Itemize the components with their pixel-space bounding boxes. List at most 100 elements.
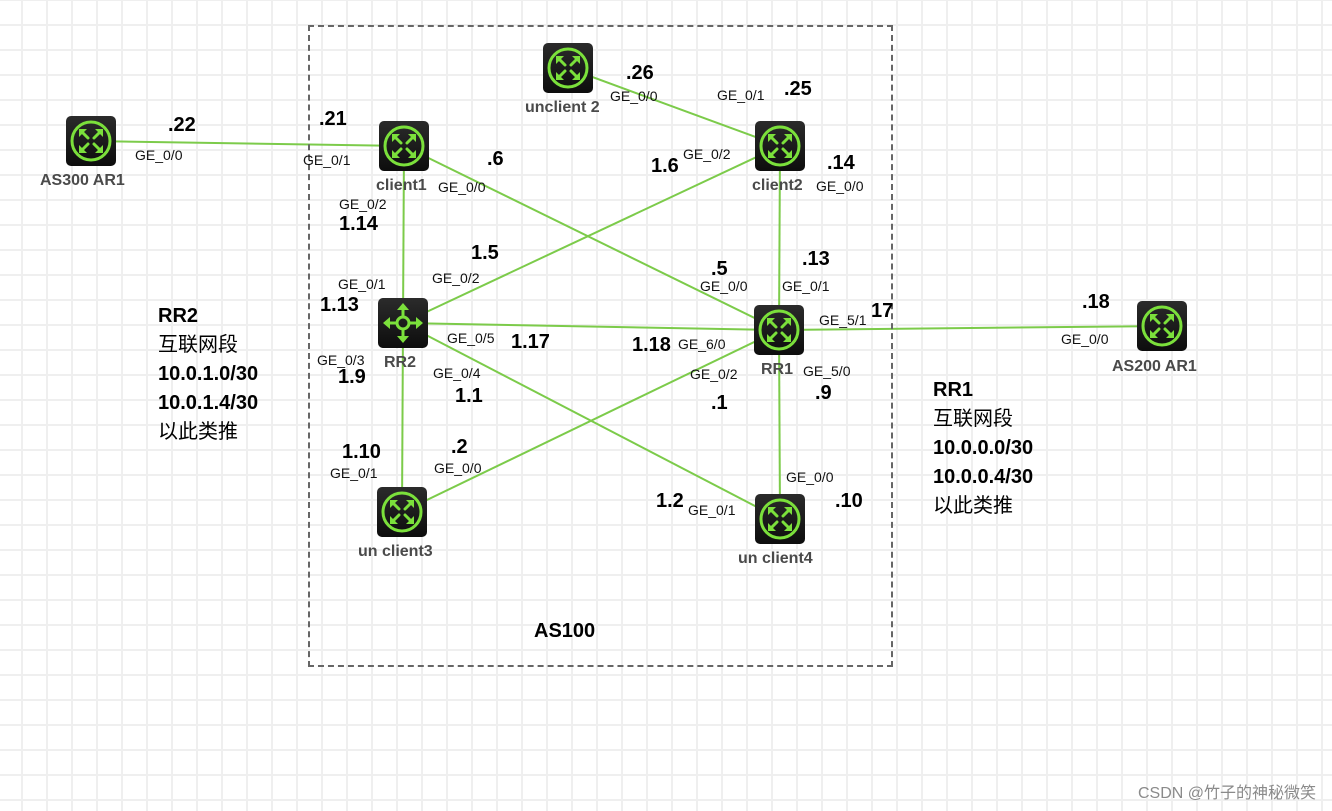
ip-label: .2 bbox=[451, 436, 468, 458]
note-subnet: 10.0.0.4/30 bbox=[933, 466, 1034, 488]
router-icon bbox=[1137, 301, 1187, 351]
node-label: un client3 bbox=[358, 543, 433, 560]
watermark: CSDN @竹子的神秘微笑 bbox=[1137, 785, 1316, 802]
interface-label: GE_6/0 bbox=[678, 336, 726, 352]
interface-label: GE_0/1 bbox=[782, 278, 830, 294]
ip-label: 1.10 bbox=[342, 441, 381, 463]
ip-label: .25 bbox=[784, 78, 812, 100]
node-label: unclient 2 bbox=[525, 99, 600, 116]
interface-label: GE_0/1 bbox=[338, 276, 386, 292]
node-rr1[interactable]: RR1 bbox=[754, 305, 804, 378]
link-as300_ar1-client1 bbox=[90, 140, 405, 147]
link-rr1-unclient4 bbox=[778, 329, 781, 520]
interface-label: GE_0/2 bbox=[432, 270, 480, 286]
interface-label: GE_0/0 bbox=[700, 278, 748, 294]
note-footer: 以此类推 bbox=[933, 495, 1013, 517]
node-unclient4[interactable]: un client4 bbox=[738, 494, 813, 567]
node-as300-ar1[interactable]: AS300 AR1 bbox=[40, 116, 125, 189]
interface-label: GE_0/2 bbox=[690, 366, 738, 382]
node-client2[interactable]: client2 bbox=[752, 121, 805, 194]
interface-label: GE_0/1 bbox=[303, 152, 351, 168]
note-title: RR2 bbox=[158, 305, 199, 327]
node-label: RR2 bbox=[384, 354, 417, 371]
interface-label: GE_0/2 bbox=[339, 196, 387, 212]
node-label: AS200 AR1 bbox=[1112, 358, 1197, 375]
as100-label: AS100 bbox=[534, 620, 596, 642]
note-subtitle: 互联网段 bbox=[158, 334, 238, 356]
interface-label: GE_0/0 bbox=[135, 147, 183, 163]
ip-label: .9 bbox=[815, 382, 832, 404]
ip-label: .6 bbox=[487, 148, 504, 170]
ip-label: 1.14 bbox=[339, 213, 378, 235]
interface-label: GE_0/1 bbox=[717, 87, 765, 103]
as100-boundary bbox=[308, 25, 893, 667]
interface-label: GE_5/0 bbox=[803, 363, 851, 379]
node-client1[interactable]: client1 bbox=[376, 121, 429, 194]
ip-label: .1 bbox=[711, 392, 728, 414]
router-icon bbox=[754, 305, 804, 355]
ip-label: .21 bbox=[319, 108, 347, 130]
ip-label: 1.1 bbox=[455, 385, 483, 407]
interface-label: GE_0/0 bbox=[816, 178, 864, 194]
link-unclient2-client2 bbox=[567, 67, 781, 147]
ip-label: 1.17 bbox=[511, 331, 550, 353]
ip-label: 1.6 bbox=[651, 155, 679, 177]
link-client2-rr2 bbox=[402, 145, 781, 324]
note-subnet: 10.0.1.0/30 bbox=[158, 363, 259, 385]
note-subnet: 10.0.0.0/30 bbox=[933, 437, 1034, 459]
interface-label: GE_0/5 bbox=[447, 330, 495, 346]
ip-label: .26 bbox=[626, 62, 654, 84]
link-rr2-unclient3 bbox=[401, 322, 404, 513]
interface-label: GE_0/2 bbox=[683, 146, 731, 162]
route-reflector-icon bbox=[378, 298, 428, 348]
ip-label: 1.2 bbox=[656, 490, 684, 512]
node-unclient3[interactable]: un client3 bbox=[358, 487, 433, 560]
router-icon bbox=[543, 43, 593, 93]
ip-label: 1.13 bbox=[320, 294, 359, 316]
interface-label: GE_0/1 bbox=[688, 502, 736, 518]
interface-label: GE_0/0 bbox=[1061, 331, 1109, 347]
router-icon bbox=[755, 121, 805, 171]
interface-label: GE_0/0 bbox=[786, 469, 834, 485]
router-icon bbox=[66, 116, 116, 166]
node-rr2[interactable]: RR2 bbox=[378, 298, 428, 371]
ip-label: .18 bbox=[1082, 291, 1110, 313]
node-label: un client4 bbox=[738, 550, 813, 567]
link-rr1-as200_ar1 bbox=[778, 325, 1163, 331]
link-rr1-unclient3 bbox=[401, 329, 780, 513]
router-icon bbox=[377, 487, 427, 537]
link-client1-rr2 bbox=[402, 145, 405, 324]
interface-label: GE_0/1 bbox=[330, 465, 378, 481]
ip-label: .10 bbox=[835, 490, 863, 512]
interface-label: GE_0/4 bbox=[433, 365, 481, 381]
link-client1-rr1 bbox=[403, 145, 780, 331]
note-subnet: 10.0.1.4/30 bbox=[158, 392, 259, 414]
node-unclient2[interactable]: unclient 2 bbox=[525, 43, 600, 116]
ip-label: 1.18 bbox=[632, 334, 671, 356]
node-label: client1 bbox=[376, 177, 427, 194]
interface-label: GE_0/3 bbox=[317, 352, 365, 368]
router-icon bbox=[755, 494, 805, 544]
interface-label: GE_0/0 bbox=[434, 460, 482, 476]
rr2-subnet-note: RR2 互联网段 10.0.1.0/30 10.0.1.4/30 以此类推 bbox=[158, 302, 258, 447]
ip-label: 1.5 bbox=[471, 242, 499, 264]
ip-label: .22 bbox=[168, 114, 196, 136]
ip-label: .5 bbox=[711, 258, 728, 280]
note-subtitle: 互联网段 bbox=[933, 408, 1013, 430]
node-label: AS300 AR1 bbox=[40, 172, 125, 189]
node-label: RR1 bbox=[761, 361, 794, 378]
note-title: RR1 bbox=[933, 379, 974, 401]
interface-label: GE_5/1 bbox=[819, 312, 867, 328]
node-label: client2 bbox=[752, 177, 803, 194]
link-client2-rr1 bbox=[778, 145, 781, 331]
ip-label: 1.9 bbox=[338, 366, 366, 388]
link-rr2-rr1 bbox=[402, 322, 780, 331]
note-footer: 以此类推 bbox=[158, 421, 238, 443]
interface-label: GE_0/0 bbox=[438, 179, 486, 195]
ip-label: .13 bbox=[802, 248, 830, 270]
node-as200-ar1[interactable]: AS200 AR1 bbox=[1112, 301, 1197, 375]
ip-label: .14 bbox=[827, 152, 855, 174]
interface-label: GE_0/0 bbox=[610, 88, 658, 104]
router-icon bbox=[379, 121, 429, 171]
